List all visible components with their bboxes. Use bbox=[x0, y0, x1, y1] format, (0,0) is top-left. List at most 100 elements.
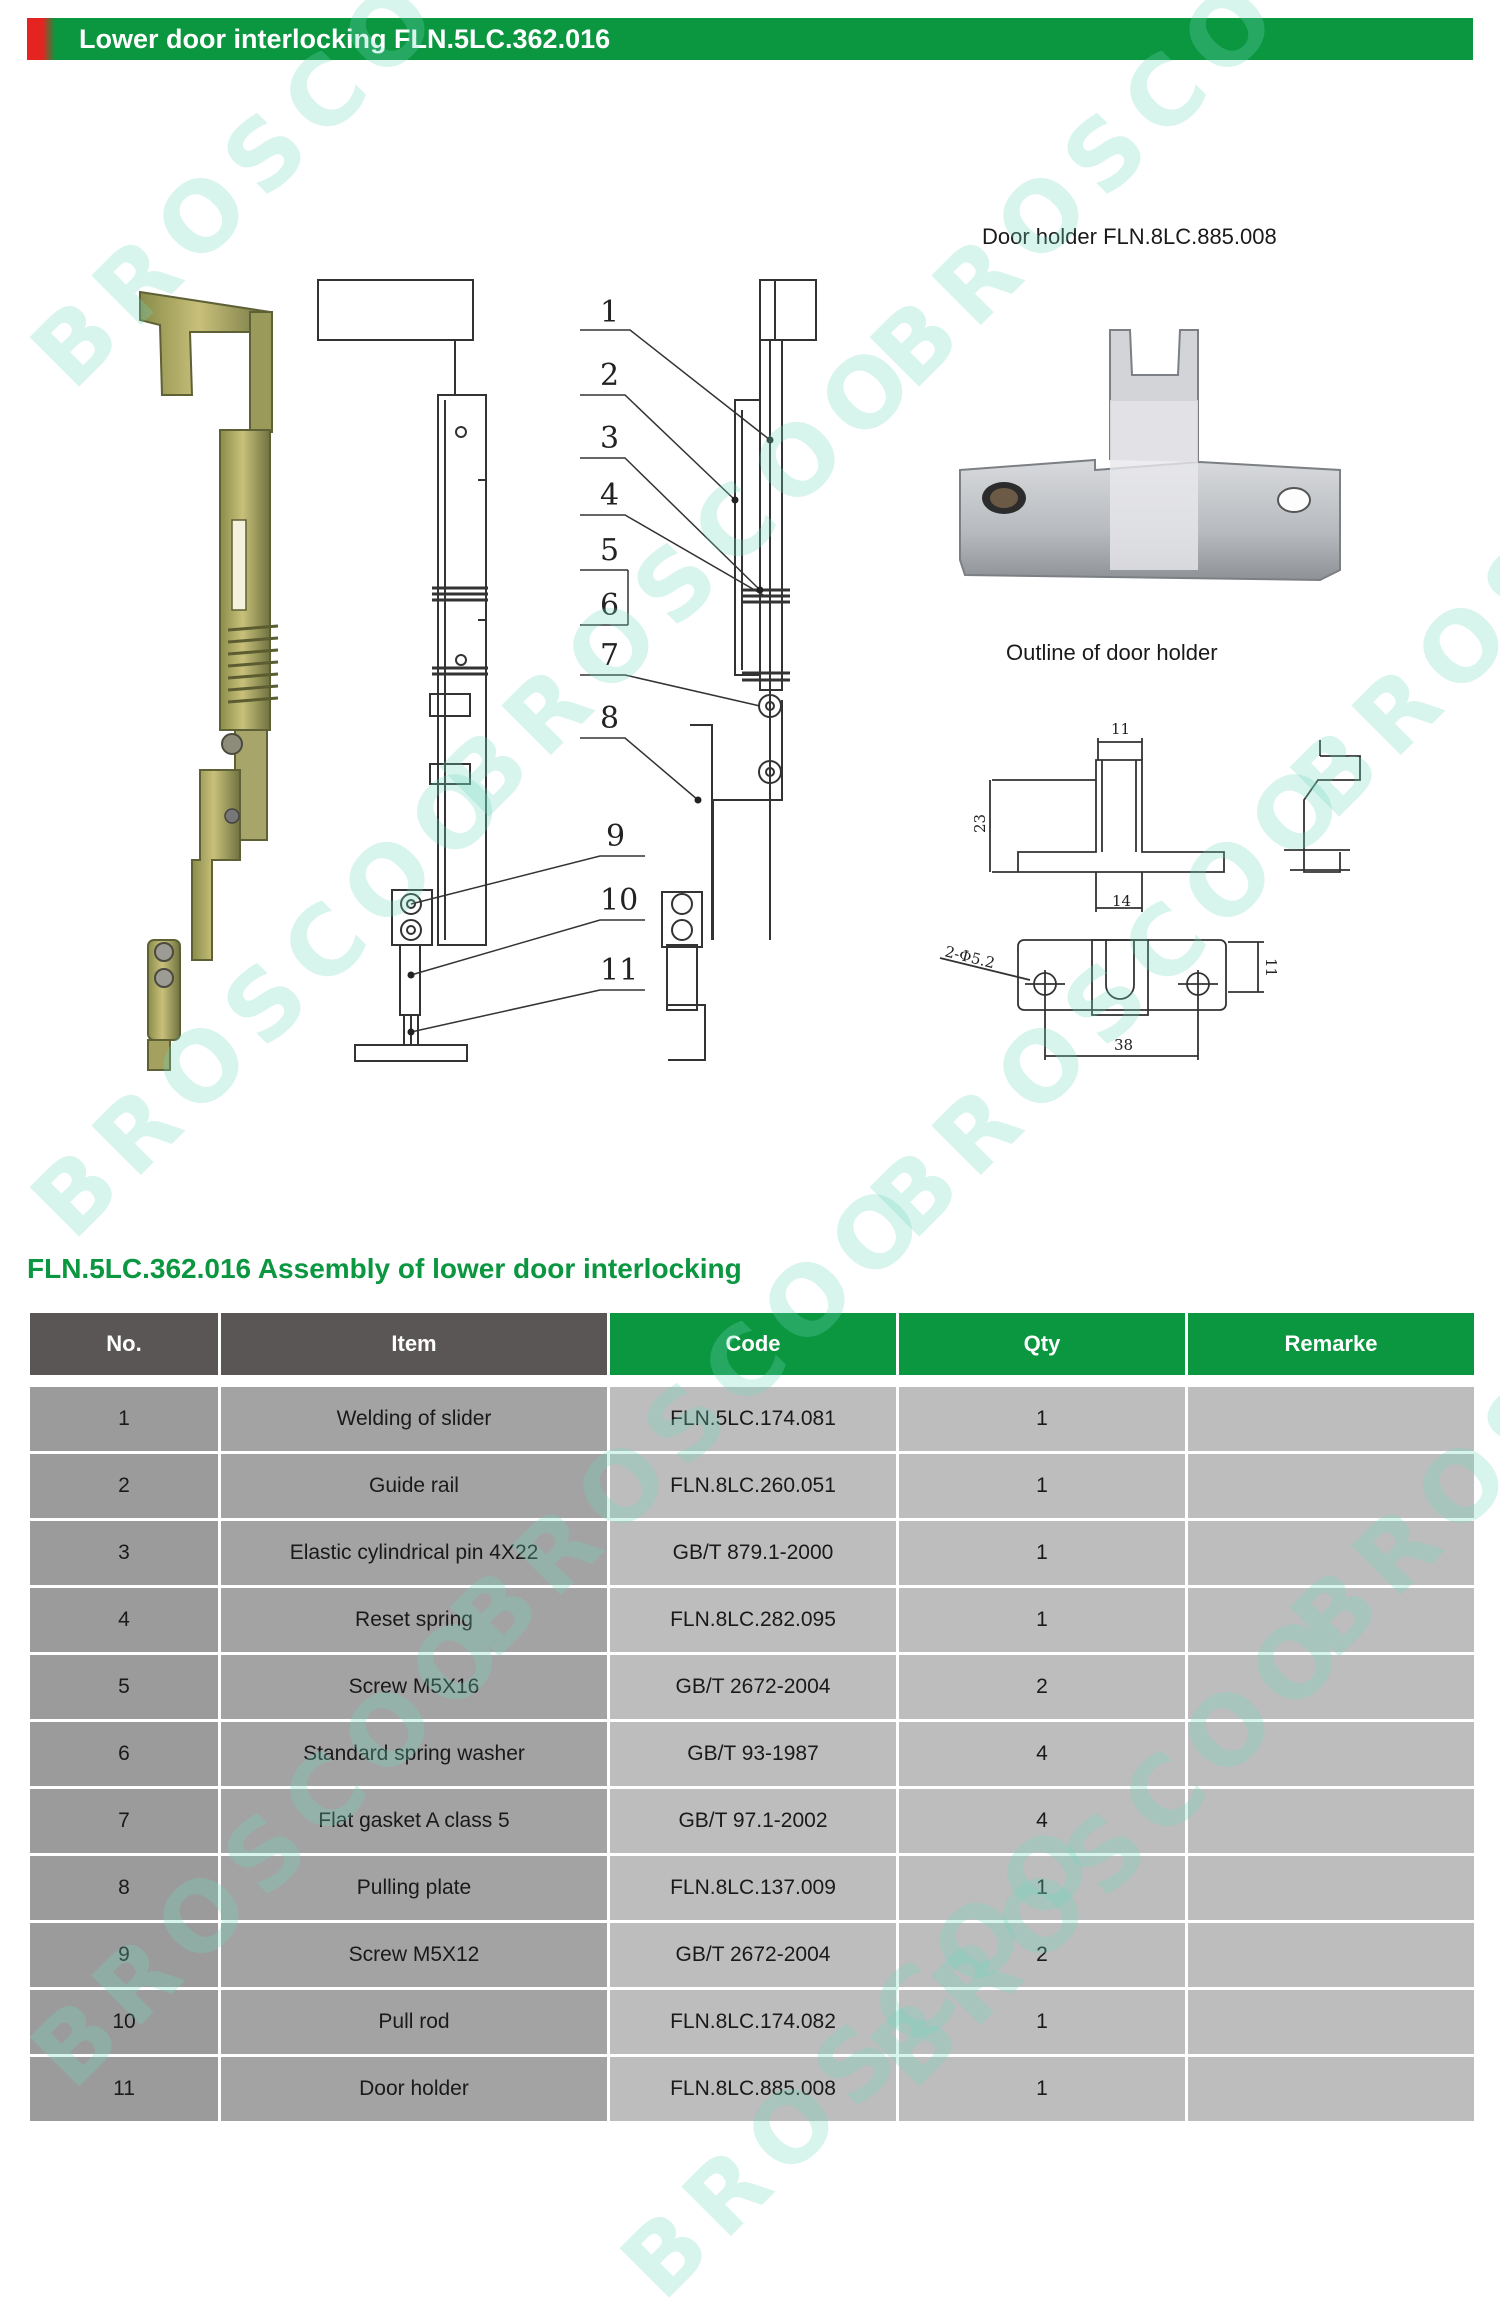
callout-8: 8 bbox=[600, 701, 619, 736]
header-no: No. bbox=[30, 1313, 218, 1375]
callout-5: 5 bbox=[600, 533, 619, 568]
section-header-bar: Lower door interlocking FLN.5LC.362.016 bbox=[27, 18, 1473, 60]
table-header-row: No. Item Code Qty Remarke bbox=[30, 1313, 1474, 1375]
cell-no: 7 bbox=[30, 1789, 218, 1853]
cell-qty: 1 bbox=[899, 1856, 1185, 1920]
cell-code: FLN.8LC.282.095 bbox=[610, 1588, 896, 1652]
callout-dots bbox=[407, 436, 774, 1036]
cell-remarke bbox=[1188, 1387, 1474, 1451]
table-row: 8 Pulling plate FLN.8LC.137.009 1 bbox=[30, 1856, 1474, 1920]
front-view-drawing bbox=[317, 279, 488, 1062]
dim-base-gap: 14 bbox=[1112, 892, 1131, 910]
dim-height: 23 bbox=[971, 814, 989, 833]
header-qty: Qty bbox=[899, 1313, 1185, 1375]
cell-remarke bbox=[1188, 2057, 1474, 2121]
cell-qty: 4 bbox=[899, 1722, 1185, 1786]
callout-leaders bbox=[410, 329, 771, 1033]
interlock-photo bbox=[139, 290, 279, 1071]
cell-code: FLN.8LC.137.009 bbox=[610, 1856, 896, 1920]
cell-item: Pulling plate bbox=[221, 1856, 607, 1920]
dim-top-width: 11 bbox=[1111, 720, 1130, 738]
cell-code: GB/T 97.1-2002 bbox=[610, 1789, 896, 1853]
section-title: FLN.5LC.362.016 Assembly of lower door i… bbox=[27, 1253, 742, 1284]
cell-qty: 1 bbox=[899, 1454, 1185, 1518]
cell-code: FLN.8LC.174.082 bbox=[610, 1990, 896, 2054]
outline-caption: Outline of door holder bbox=[1006, 640, 1218, 665]
cell-no: 5 bbox=[30, 1655, 218, 1719]
cell-item: Screw M5X12 bbox=[221, 1923, 607, 1987]
cell-item: Elastic cylindrical pin 4X22 bbox=[221, 1521, 607, 1585]
cell-code: GB/T 2672-2004 bbox=[610, 1655, 896, 1719]
cell-item: Guide rail bbox=[221, 1454, 607, 1518]
dim-hole: 2-Φ5.2 bbox=[943, 942, 997, 972]
cell-item: Welding of slider bbox=[221, 1387, 607, 1451]
callout-2: 2 bbox=[600, 358, 619, 393]
table-row: 5 Screw M5X16 GB/T 2672-2004 2 bbox=[30, 1655, 1474, 1719]
callout-4: 4 bbox=[600, 478, 619, 513]
table-row: 2 Guide rail FLN.8LC.260.051 1 bbox=[30, 1454, 1474, 1518]
technical-drawings: 1 2 3 4 5 6 7 8 9 10 11 bbox=[139, 279, 1361, 1071]
cell-code: GB/T 2672-2004 bbox=[610, 1923, 896, 1987]
table-row: 1 Welding of slider FLN.5LC.174.081 1 bbox=[30, 1387, 1474, 1451]
cell-remarke bbox=[1188, 1655, 1474, 1719]
cell-qty: 4 bbox=[899, 1789, 1185, 1853]
cell-no: 10 bbox=[30, 1990, 218, 2054]
callout-10: 10 bbox=[600, 883, 638, 918]
callout-3: 3 bbox=[600, 421, 619, 456]
door-holder-caption: Door holder FLN.8LC.885.008 bbox=[982, 224, 1277, 249]
cell-qty: 2 bbox=[899, 1655, 1185, 1719]
cell-qty: 1 bbox=[899, 1521, 1185, 1585]
cell-code: GB/T 93-1987 bbox=[610, 1722, 896, 1786]
table-row: 7 Flat gasket A class 5 GB/T 97.1-2002 4 bbox=[30, 1789, 1474, 1853]
figure-area: 1 2 3 4 5 6 7 8 9 10 11 bbox=[0, 100, 1500, 1200]
callout-7: 7 bbox=[600, 638, 619, 673]
cell-remarke bbox=[1188, 1990, 1474, 2054]
cell-remarke bbox=[1188, 1856, 1474, 1920]
cell-code: GB/T 879.1-2000 bbox=[610, 1521, 896, 1585]
cell-remarke bbox=[1188, 1521, 1474, 1585]
cell-no: 1 bbox=[30, 1387, 218, 1451]
cell-no: 2 bbox=[30, 1454, 218, 1518]
cell-no: 8 bbox=[30, 1856, 218, 1920]
cell-remarke bbox=[1188, 1588, 1474, 1652]
door-holder-photo bbox=[959, 329, 1341, 582]
cell-code: FLN.8LC.885.008 bbox=[610, 2057, 896, 2121]
cell-item: Pull rod bbox=[221, 1990, 607, 2054]
table-row: 10 Pull rod FLN.8LC.174.082 1 bbox=[30, 1990, 1474, 2054]
cell-qty: 1 bbox=[899, 1588, 1185, 1652]
callout-numbers: 1 2 3 4 5 6 7 8 9 10 11 bbox=[600, 295, 638, 988]
cell-item: Flat gasket A class 5 bbox=[221, 1789, 607, 1853]
cell-no: 6 bbox=[30, 1722, 218, 1786]
cell-code: FLN.8LC.260.051 bbox=[610, 1454, 896, 1518]
table-row: 11 Door holder FLN.8LC.885.008 1 bbox=[30, 2057, 1474, 2121]
header-item: Item bbox=[221, 1313, 607, 1375]
header-accent-stripe bbox=[27, 18, 55, 60]
header-remarke: Remarke bbox=[1188, 1313, 1474, 1375]
cell-qty: 1 bbox=[899, 1990, 1185, 2054]
table-row: 3 Elastic cylindrical pin 4X22 GB/T 879.… bbox=[30, 1521, 1474, 1585]
dimension-labels: 11 23 14 11 2-Φ5.2 38 bbox=[943, 720, 1280, 1054]
cell-remarke bbox=[1188, 1722, 1474, 1786]
cell-item: Standard spring washer bbox=[221, 1722, 607, 1786]
cell-no: 3 bbox=[30, 1521, 218, 1585]
cell-remarke bbox=[1188, 1454, 1474, 1518]
table-row: 6 Standard spring washer GB/T 93-1987 4 bbox=[30, 1722, 1474, 1786]
cell-no: 9 bbox=[30, 1923, 218, 1987]
cell-no: 4 bbox=[30, 1588, 218, 1652]
door-holder-outline-drawing bbox=[939, 738, 1361, 1060]
cell-qty: 1 bbox=[899, 2057, 1185, 2121]
callout-9: 9 bbox=[606, 819, 625, 854]
parts-table: No. Item Code Qty Remarke 1 Welding of s… bbox=[27, 1310, 1477, 2124]
dim-hole-spacing: 38 bbox=[1114, 1036, 1133, 1054]
cell-remarke bbox=[1188, 1923, 1474, 1987]
cell-item: Screw M5X16 bbox=[221, 1655, 607, 1719]
cell-item: Reset spring bbox=[221, 1588, 607, 1652]
page-title: Lower door interlocking FLN.5LC.362.016 bbox=[79, 24, 611, 54]
callout-6: 6 bbox=[600, 588, 619, 623]
cell-qty: 2 bbox=[899, 1923, 1185, 1987]
cell-qty: 1 bbox=[899, 1387, 1185, 1451]
cell-item: Door holder bbox=[221, 2057, 607, 2121]
callout-11: 11 bbox=[600, 953, 638, 988]
cell-no: 11 bbox=[30, 2057, 218, 2121]
table-row: 4 Reset spring FLN.8LC.282.095 1 bbox=[30, 1588, 1474, 1652]
